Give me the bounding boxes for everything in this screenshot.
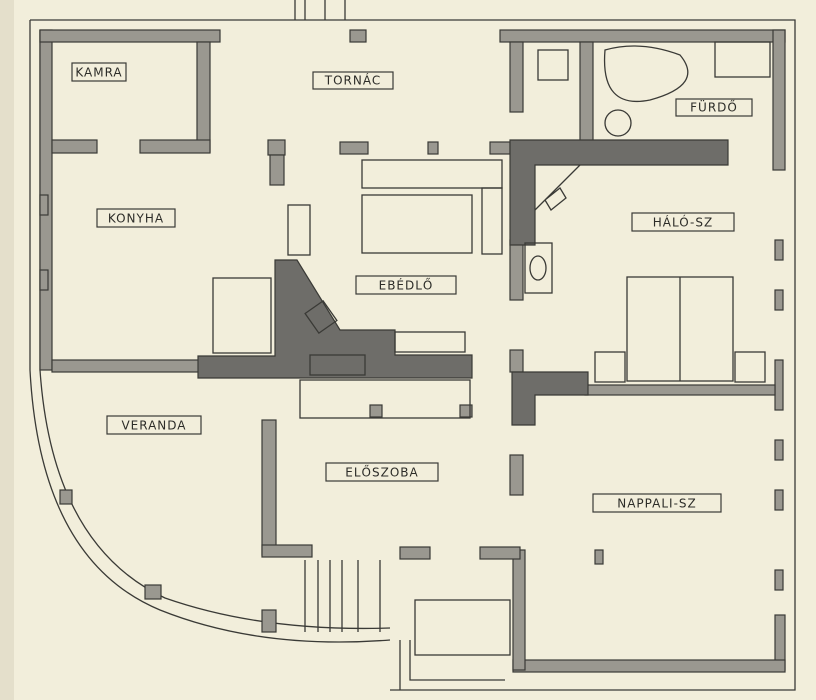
room-label-eloszoba: ELŐSZOBA: [325, 462, 439, 482]
svg-text:ELŐSZOBA: ELŐSZOBA: [345, 465, 418, 480]
svg-text:NAPPALI-SZ: NAPPALI-SZ: [617, 497, 697, 511]
room-label-nappali: NAPPALI-SZ: [592, 493, 722, 513]
room-label-tornac: TORNÁC: [312, 71, 394, 90]
page-edge: [0, 0, 14, 700]
svg-text:TORNÁC: TORNÁC: [324, 73, 381, 88]
room-label-kamra: KAMRA: [71, 62, 127, 82]
svg-text:FÜRDŐ: FÜRDŐ: [690, 99, 738, 115]
room-label-veranda: VERANDA: [106, 415, 202, 435]
furniture: [212, 41, 771, 656]
room-label-ebedlo: EBÉDLŐ: [355, 275, 457, 295]
svg-text:KAMRA: KAMRA: [75, 66, 122, 80]
outer-outline: [29, 0, 796, 691]
room-label-furdo: FÜRDŐ: [675, 98, 753, 117]
room-label-konyha: KONYHA: [96, 208, 176, 228]
interior-walls: [51, 41, 776, 633]
room-label-halo: HÁLÓ-SZ: [631, 212, 735, 232]
svg-text:EBÉDLŐ: EBÉDLŐ: [379, 278, 434, 293]
exterior-walls: [39, 29, 786, 673]
svg-text:VERANDA: VERANDA: [121, 419, 186, 433]
chimney-walls: [197, 139, 729, 426]
svg-text:HÁLÓ-SZ: HÁLÓ-SZ: [653, 215, 713, 230]
svg-text:KONYHA: KONYHA: [108, 212, 164, 226]
